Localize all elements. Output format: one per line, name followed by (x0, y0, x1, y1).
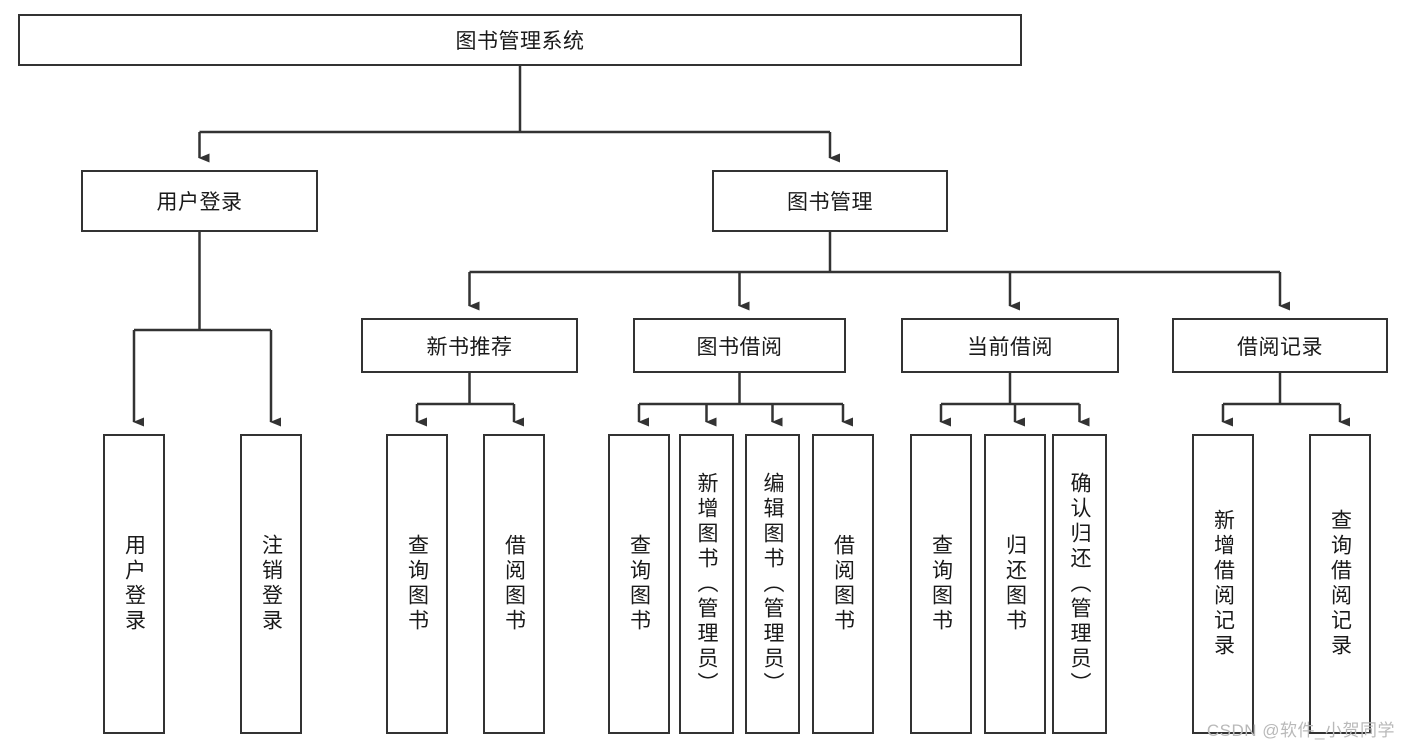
node-leaf-borrow-book-2[interactable]: 借阅图书 (812, 434, 874, 734)
node-label: 确认归还（管理员） (1068, 471, 1091, 697)
node-label: 图书借阅 (696, 335, 783, 359)
node-label: 新增借阅记录 (1211, 509, 1235, 659)
node-root[interactable]: 图书管理系统 (18, 14, 1022, 66)
node-leaf-add-book[interactable]: 新增图书（管理员） (679, 434, 734, 734)
node-label: 新增图书（管理员） (695, 471, 718, 697)
node-leaf-confirm-return[interactable]: 确认归还（管理员） (1052, 434, 1107, 734)
node-label: 查询图书 (929, 534, 953, 634)
node-leaf-edit-book[interactable]: 编辑图书（管理员） (745, 434, 800, 734)
node-label: 借阅图书 (831, 534, 855, 634)
node-label: 注销登录 (259, 534, 283, 634)
node-book-borrow[interactable]: 图书借阅 (633, 318, 846, 373)
node-label: 编辑图书（管理员） (761, 471, 784, 697)
node-label: 用户登录 (156, 191, 243, 214)
node-leaf-query-book-2[interactable]: 查询图书 (608, 434, 670, 734)
node-leaf-user-login[interactable]: 用户登录 (103, 434, 165, 734)
node-leaf-query-book-3[interactable]: 查询图书 (910, 434, 972, 734)
node-label: 归还图书 (1003, 534, 1027, 634)
node-book-manage[interactable]: 图书管理 (712, 170, 948, 232)
node-leaf-query-record[interactable]: 查询借阅记录 (1309, 434, 1371, 734)
node-label: 当前借阅 (967, 335, 1053, 359)
node-leaf-query-book-1[interactable]: 查询图书 (386, 434, 448, 734)
node-user-login[interactable]: 用户登录 (81, 170, 318, 232)
node-leaf-return-book[interactable]: 归还图书 (984, 434, 1046, 734)
node-leaf-user-logout[interactable]: 注销登录 (240, 434, 302, 734)
node-label: 查询图书 (627, 534, 651, 634)
node-new-book-rec[interactable]: 新书推荐 (361, 318, 578, 373)
node-label: 图书管理系统 (455, 30, 585, 53)
node-leaf-borrow-book-1[interactable]: 借阅图书 (483, 434, 545, 734)
node-label: 查询借阅记录 (1328, 509, 1352, 659)
node-label: 查询图书 (405, 534, 429, 634)
node-label: 借阅记录 (1237, 335, 1323, 359)
node-label: 借阅图书 (502, 534, 526, 634)
node-borrow-record[interactable]: 借阅记录 (1172, 318, 1388, 373)
node-current-borrow[interactable]: 当前借阅 (901, 318, 1119, 373)
csdn-watermark: CSDN @软件_小贺同学 (1206, 721, 1395, 740)
node-label: 新书推荐 (426, 335, 513, 359)
node-label: 图书管理 (787, 191, 873, 214)
node-label: 用户登录 (122, 534, 146, 634)
node-leaf-add-record[interactable]: 新增借阅记录 (1192, 434, 1254, 734)
